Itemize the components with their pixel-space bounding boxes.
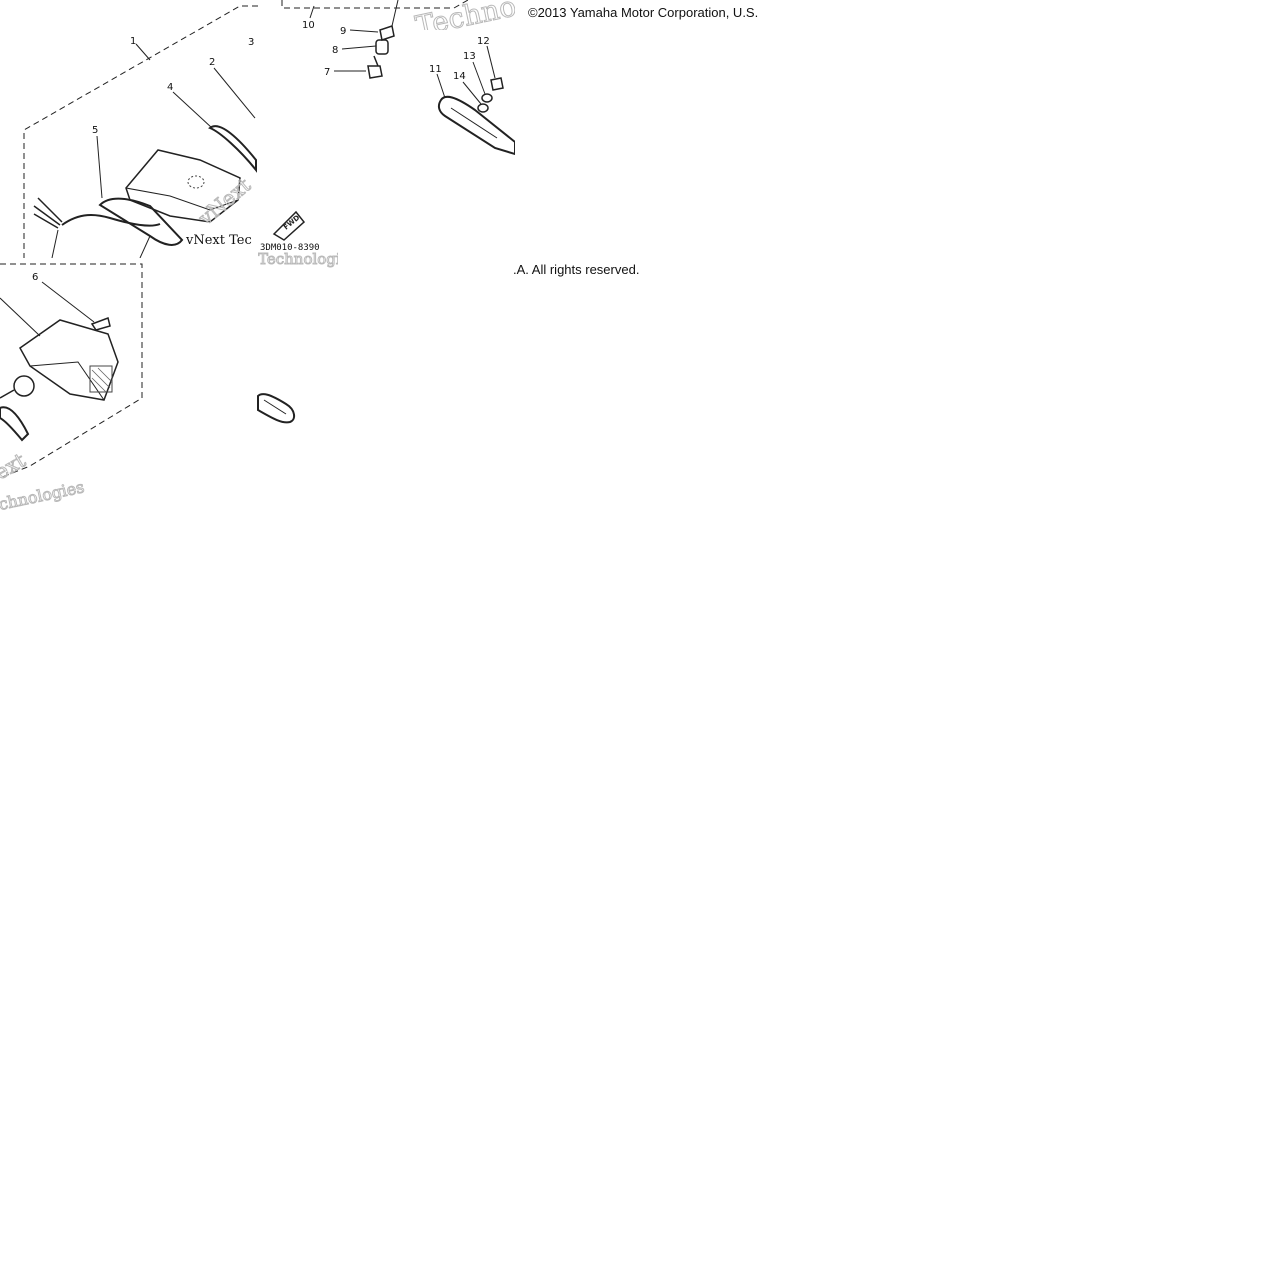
watermark-vnext: vNext [193,173,255,231]
bulb-base [0,389,15,399]
lamp-base-plate [98,197,184,246]
lens-edge [29,361,105,401]
screw-6 [90,317,111,331]
diagram-code: 3DM010-8390 [260,243,320,253]
callout-8: 8 [332,45,338,56]
small-bracket-drawing [257,393,296,424]
callout-2: 2 [209,57,215,68]
leader-line-11 [436,73,446,99]
watermark-ext: ext [0,448,29,484]
callout-10: 10 [302,20,315,31]
callout-6: 6 [32,272,38,283]
leader-line-6 [41,281,95,323]
fastener-boundary [281,0,469,9]
leader-line-lens [0,297,41,337]
taillight-assembly-drawing: 1 2 3 4 5 vNext v [23,5,258,258]
turn-signal-drawing: 6 ext chnologies [0,263,143,514]
leader-line-9 [349,29,379,33]
diagram-tile-signal: 6 ext chnologies [0,258,150,516]
signal-lens-housing [19,319,119,401]
mounting-bracket [437,95,515,155]
leader-line-12 [486,45,496,79]
wire-connectors [33,197,63,229]
washer-13 [481,93,493,103]
callout-1: 1 [130,36,136,47]
lamp-socket [187,175,205,189]
washer-14 [477,103,489,113]
assembly-boundary [23,5,258,258]
leader-line-5 [96,135,103,199]
diagram-tile-small-bracket [256,390,300,426]
signal-gasket [0,406,30,442]
leader-line-10 [309,5,315,19]
callout-13: 13 [463,51,476,62]
watermark-technologies: Technologies [258,250,338,268]
lamp-housing-edge [125,187,239,211]
bulb-icon [13,375,35,397]
leader-line-4 [172,91,213,129]
watermark-vnext-tec: vNext Tec [185,233,252,248]
watermark-chnologies: chnologies [0,477,86,514]
fwd-arrow-drawing: FWD 3DM010-8390 Technologies [258,210,338,269]
leader-line-harness [51,229,59,258]
small-bracket-slot [263,399,287,415]
reflector-grid [89,365,113,393]
bracket-slot [450,107,498,139]
copyright-line-1: ©2013 Yamaha Motor Corporation, U.S. [528,5,759,20]
small-bracket [257,393,296,424]
fastener-axis [391,0,399,27]
signal-boundary [0,263,143,479]
leader-line-8 [341,45,377,50]
nut-9 [379,25,395,41]
callout-12: 12 [477,36,490,47]
bolt-12 [490,77,504,91]
fwd-arrow-icon [272,210,306,241]
leader-line-base [139,235,151,258]
callout-5: 5 [92,125,98,136]
reflector-hatch [91,367,113,393]
leader-line-14 [462,81,482,105]
collar-8 [375,39,389,55]
diagram-tile-bracket: 12 13 14 11 [415,30,515,155]
callout-14: 14 [453,71,466,82]
wiring-harness [61,214,161,227]
leader-line-2 [213,67,256,119]
diagram-tile-fwd: FWD 3DM010-8390 Technologies [258,200,338,270]
bracket-drawing: 12 13 14 11 [429,36,515,155]
callout-11: 11 [429,64,442,75]
leader-line-1 [135,43,151,61]
diagram-tile-main: 1 2 3 4 5 vNext v [0,0,258,258]
gasket-ring [208,125,257,173]
bolt-7 [367,55,383,79]
copyright-line-2: .A. All rights reserved. [513,262,640,277]
leader-line-13 [472,61,486,95]
callout-3: 3 [248,37,254,48]
callout-9: 9 [340,26,346,37]
callout-4: 4 [167,82,173,93]
callout-7: 7 [324,67,330,78]
